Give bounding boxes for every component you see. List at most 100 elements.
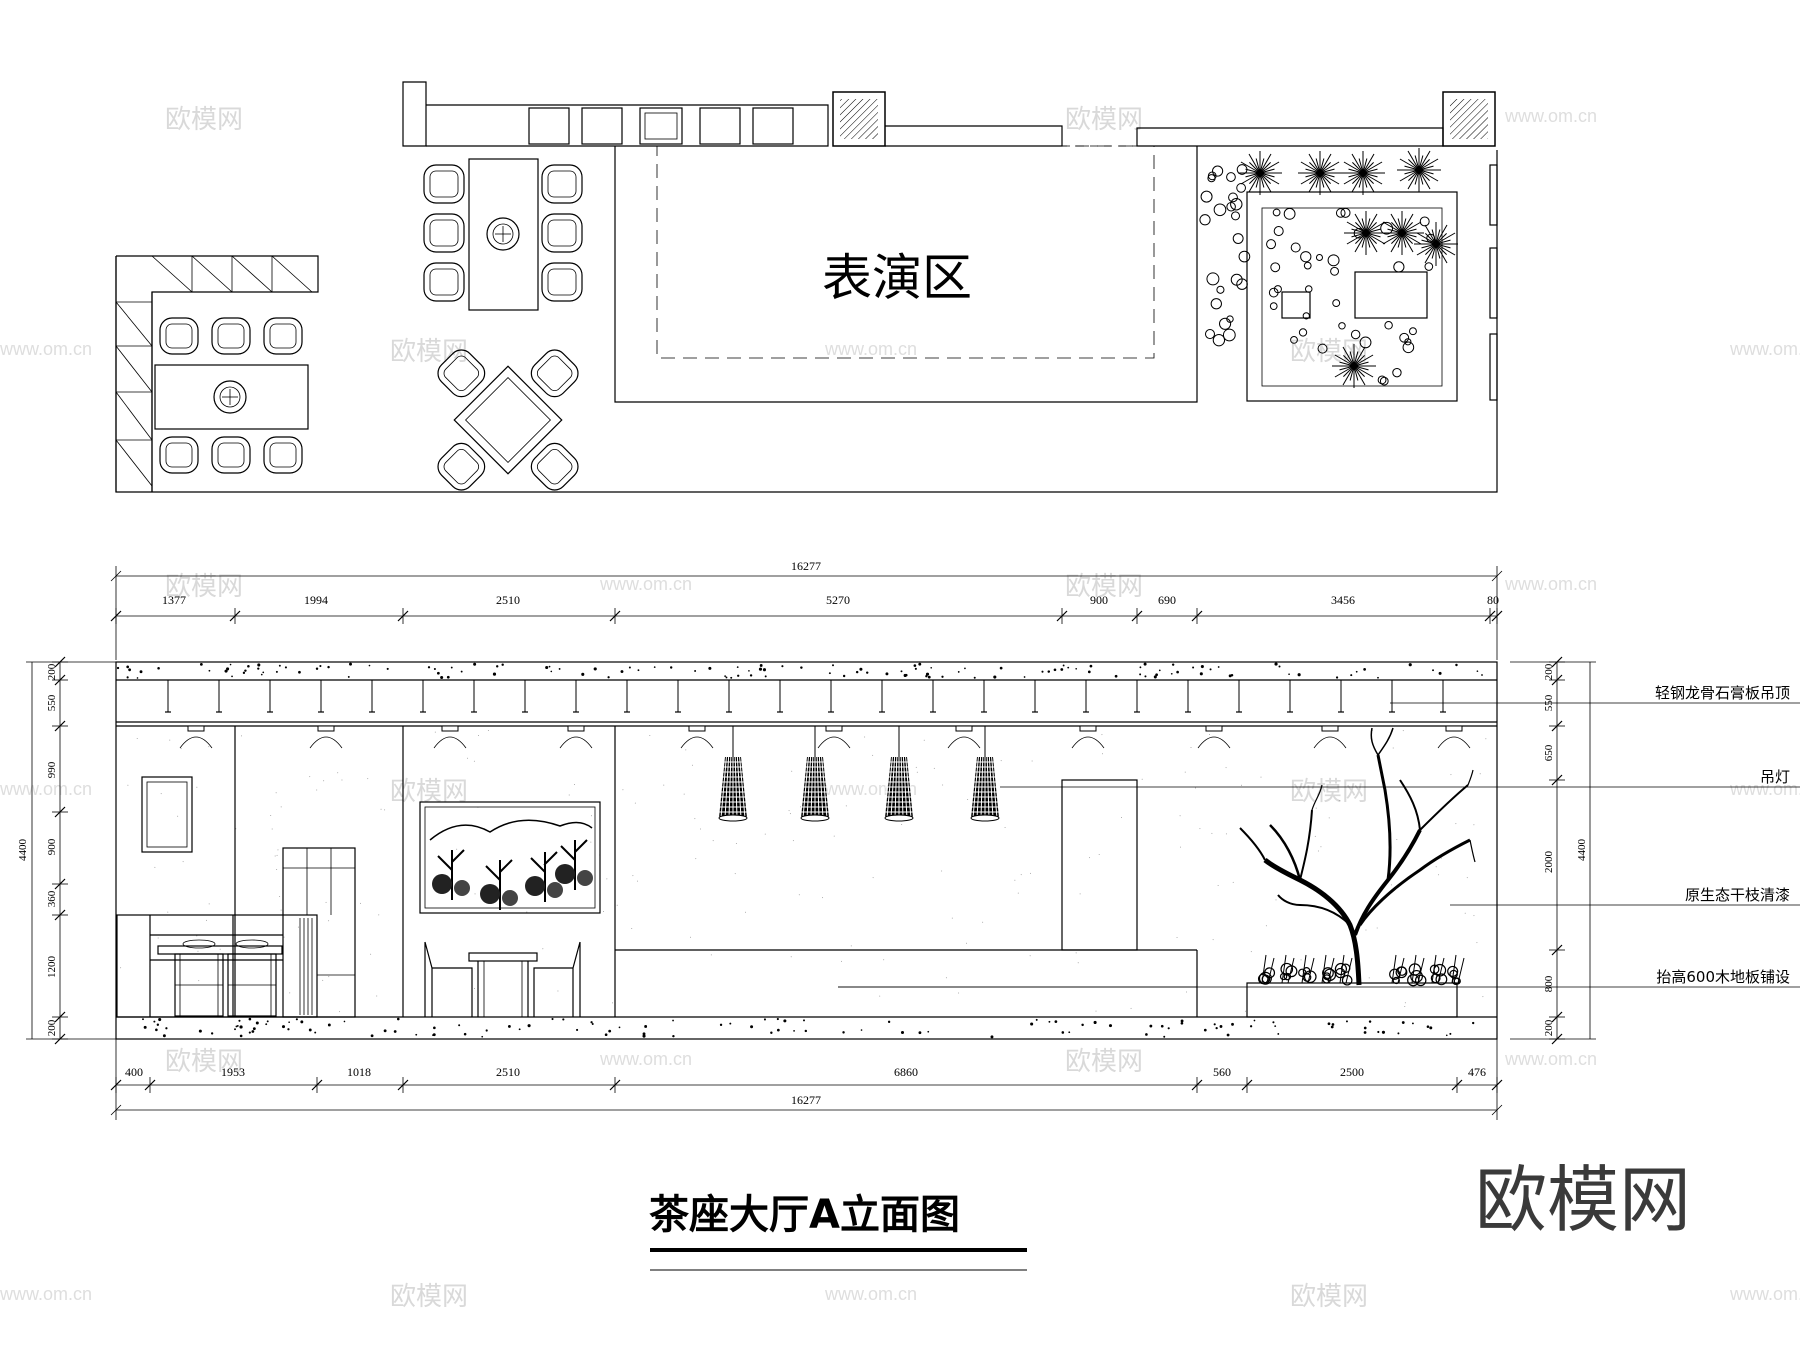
shrub-leaf	[1298, 968, 1307, 977]
speckle	[591, 1023, 594, 1026]
wall-speckle	[632, 875, 634, 877]
speckle	[749, 674, 753, 677]
wall-speckle	[160, 793, 162, 795]
speckle	[265, 1023, 268, 1026]
wall-speckle	[478, 734, 480, 736]
wall-speckle	[1260, 776, 1262, 778]
speckle	[300, 1020, 304, 1024]
plan-side-window	[1489, 247, 1498, 319]
speckle	[1200, 664, 1204, 669]
wall-speckle	[543, 864, 545, 866]
dim-tick	[397, 610, 409, 622]
wall-speckle	[744, 911, 746, 913]
pebble	[1384, 321, 1393, 330]
pebble	[1377, 375, 1387, 385]
pebble	[1332, 299, 1341, 308]
pebble	[1238, 250, 1251, 263]
dry-branch-tree	[1239, 727, 1476, 986]
speckle	[1139, 666, 1142, 669]
dim-left: 360	[46, 890, 58, 907]
speckle	[518, 1028, 521, 1031]
wall-speckle	[841, 960, 843, 962]
dim-right-total: 4400	[1576, 839, 1588, 862]
plan-chairs-left	[159, 317, 303, 474]
wall-speckle	[270, 815, 272, 817]
speckle	[415, 1033, 418, 1036]
speckle	[1429, 1026, 1433, 1030]
speckle	[1171, 663, 1175, 666]
wall-speckle	[590, 815, 592, 817]
wall-speckle	[1455, 823, 1457, 825]
wall-speckle	[1184, 771, 1186, 773]
speckle	[1377, 676, 1379, 679]
speckle	[208, 669, 211, 672]
wall-speckle	[933, 767, 935, 769]
annotation-floor: 抬高600木地板铺设	[1656, 968, 1790, 986]
speckle	[1253, 1019, 1256, 1022]
speckle	[593, 667, 597, 671]
garden-feature	[1354, 271, 1428, 319]
wall-speckle	[1101, 734, 1103, 736]
speckle	[1075, 667, 1078, 670]
speckle	[729, 1022, 732, 1025]
painting-shrub	[525, 876, 545, 896]
speckle	[1226, 1033, 1230, 1037]
pebble	[1216, 285, 1225, 294]
wall-speckle	[663, 784, 665, 786]
speckle	[644, 1025, 648, 1028]
speckle	[1445, 1034, 1448, 1037]
speckle	[260, 673, 263, 676]
pebble	[1393, 261, 1405, 273]
speckle	[900, 1030, 905, 1035]
speckle	[116, 666, 120, 670]
dim-tick	[1551, 674, 1563, 686]
pebble	[1303, 261, 1312, 270]
wall-speckle	[1300, 959, 1302, 961]
plant-blade	[1351, 172, 1364, 193]
plant-blade	[1300, 172, 1321, 185]
dim-top: 5270	[826, 593, 850, 607]
wall-speckle	[788, 810, 790, 812]
speckle	[1180, 1019, 1184, 1023]
pebble	[1424, 262, 1434, 271]
shrub-leaf	[1410, 969, 1423, 983]
speckle	[590, 1021, 593, 1024]
wall-speckle	[177, 815, 179, 817]
dim-tick	[1241, 1079, 1253, 1091]
speckle	[1330, 1025, 1334, 1029]
wall-speckle	[1473, 824, 1475, 826]
watermark-url: www.om.cn	[1504, 574, 1597, 594]
speckle	[432, 1034, 435, 1037]
dim-tick	[1451, 1079, 1463, 1091]
plan-square-table	[437, 349, 579, 491]
pebble	[1399, 332, 1410, 343]
planter-shrubs	[1257, 954, 1465, 987]
pebble	[1402, 341, 1415, 354]
wall-speckle	[694, 818, 696, 820]
wall-speckle	[1482, 996, 1484, 998]
speckle	[993, 675, 997, 679]
downlight-beam	[1197, 736, 1231, 749]
dim-bottom: 2500	[1340, 1065, 1364, 1079]
dim-left: 550	[46, 694, 58, 711]
plant-blade	[1362, 172, 1383, 185]
watermark-url: www.om.cn	[1729, 1284, 1800, 1304]
pendant-mesh	[739, 756, 746, 819]
speckle	[1213, 1023, 1216, 1026]
plant-blade	[1353, 346, 1366, 367]
painting-shrub	[502, 890, 518, 906]
pendant-rim	[800, 814, 830, 822]
pendant-mesh	[980, 756, 984, 819]
wall-speckle	[276, 854, 278, 856]
speckle	[758, 667, 763, 671]
dim-tick	[1551, 656, 1563, 668]
wall-speckle	[1435, 866, 1437, 868]
pendant-mesh	[736, 756, 742, 819]
speckle	[1176, 670, 1179, 674]
wall-speckle	[942, 784, 944, 786]
speckle	[142, 1018, 144, 1021]
wall-speckle	[1244, 1010, 1246, 1012]
pebble	[1226, 201, 1236, 212]
wall-speckle	[1485, 738, 1487, 740]
